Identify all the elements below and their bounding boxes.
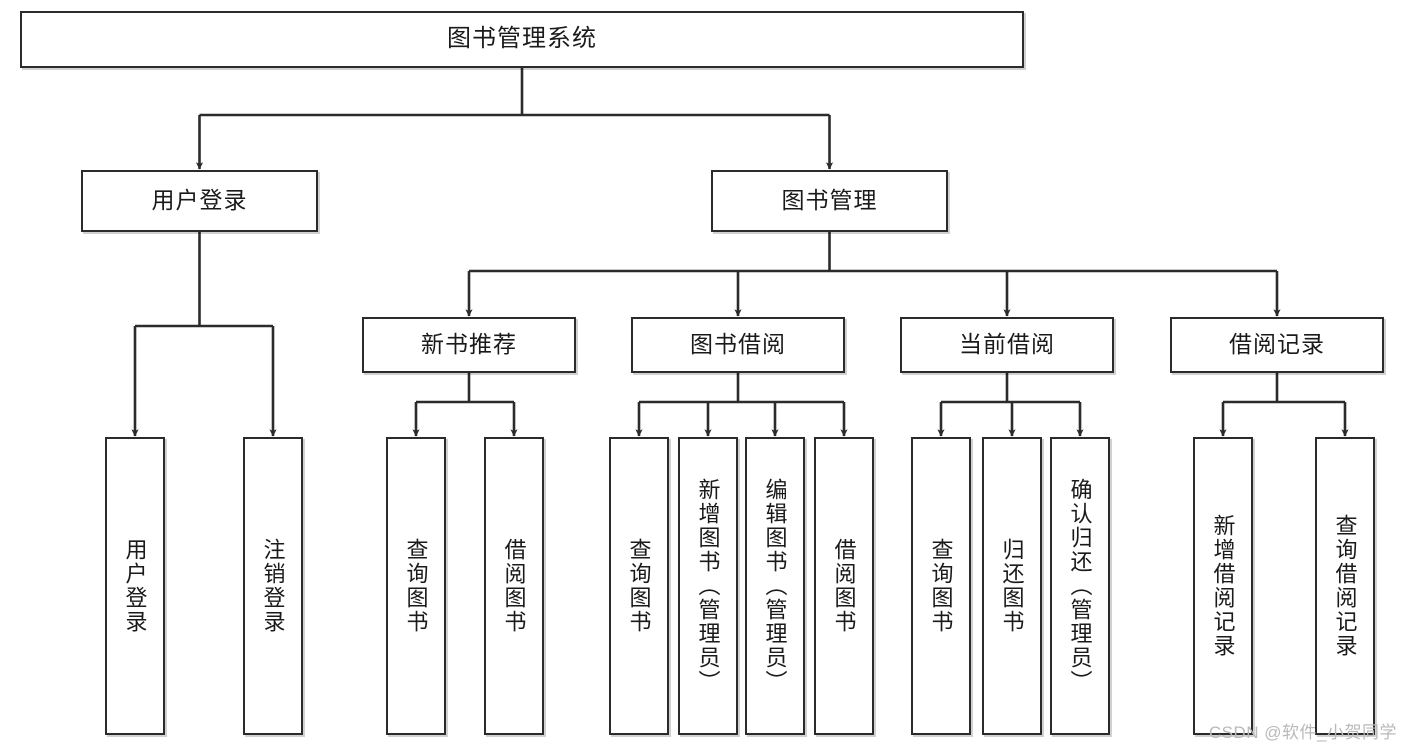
node-label: 归还图书 bbox=[999, 538, 1025, 634]
node-user-login[interactable]: 用户登录 bbox=[81, 170, 318, 232]
node-leaf-cur-return[interactable]: 归还图书 bbox=[982, 437, 1042, 735]
node-label: 新增图书（管理员） bbox=[695, 478, 721, 694]
node-label: 注销登录 bbox=[260, 538, 286, 634]
node-leaf-rec-search[interactable]: 查询借阅记录 bbox=[1315, 437, 1375, 735]
node-book-manage[interactable]: 图书管理 bbox=[711, 170, 948, 232]
node-leaf-rec-query[interactable]: 查询图书 bbox=[386, 437, 446, 735]
node-label: 用户登录 bbox=[151, 187, 248, 214]
node-book-borrow[interactable]: 图书借阅 bbox=[631, 317, 845, 373]
node-label: 新增借阅记录 bbox=[1210, 514, 1236, 658]
node-label: 借阅记录 bbox=[1229, 331, 1325, 358]
node-label: 新书推荐 bbox=[421, 331, 517, 358]
node-label: 图书借阅 bbox=[690, 331, 786, 358]
node-leaf-rec-add[interactable]: 新增借阅记录 bbox=[1193, 437, 1253, 735]
csdn-watermark: CSDN @软件_小贺同学 bbox=[1208, 723, 1397, 742]
node-leaf-cur-query[interactable]: 查询图书 bbox=[911, 437, 971, 735]
node-label: 用户登录 bbox=[122, 538, 148, 634]
node-leaf-brw-borrow[interactable]: 借阅图书 bbox=[814, 437, 874, 735]
node-label: 查询图书 bbox=[403, 538, 429, 634]
node-label: 编辑图书（管理员） bbox=[762, 478, 788, 694]
node-label: 查询图书 bbox=[928, 538, 954, 634]
node-label: 当前借阅 bbox=[959, 331, 1055, 358]
node-label: 查询借阅记录 bbox=[1332, 514, 1358, 658]
node-leaf-cur-confirm[interactable]: 确认归还（管理员） bbox=[1050, 437, 1110, 735]
node-label: 借阅图书 bbox=[501, 538, 527, 634]
node-label: 借阅图书 bbox=[831, 538, 857, 634]
node-leaf-brw-edit[interactable]: 编辑图书（管理员） bbox=[745, 437, 805, 735]
node-leaf-user-login[interactable]: 用户登录 bbox=[105, 437, 165, 735]
node-label: 图书管理系统 bbox=[447, 25, 597, 53]
node-leaf-rec-borrow[interactable]: 借阅图书 bbox=[484, 437, 544, 735]
node-current-borrow[interactable]: 当前借阅 bbox=[900, 317, 1114, 373]
node-leaf-brw-query[interactable]: 查询图书 bbox=[609, 437, 669, 735]
node-leaf-user-logout[interactable]: 注销登录 bbox=[243, 437, 303, 735]
node-leaf-brw-add[interactable]: 新增图书（管理员） bbox=[678, 437, 738, 735]
node-new-book-rec[interactable]: 新书推荐 bbox=[362, 317, 576, 373]
node-label: 查询图书 bbox=[626, 538, 652, 634]
node-label: 确认归还（管理员） bbox=[1067, 478, 1093, 694]
node-label: 图书管理 bbox=[781, 187, 878, 214]
node-borrow-record[interactable]: 借阅记录 bbox=[1170, 317, 1384, 373]
node-root[interactable]: 图书管理系统 bbox=[20, 11, 1024, 68]
